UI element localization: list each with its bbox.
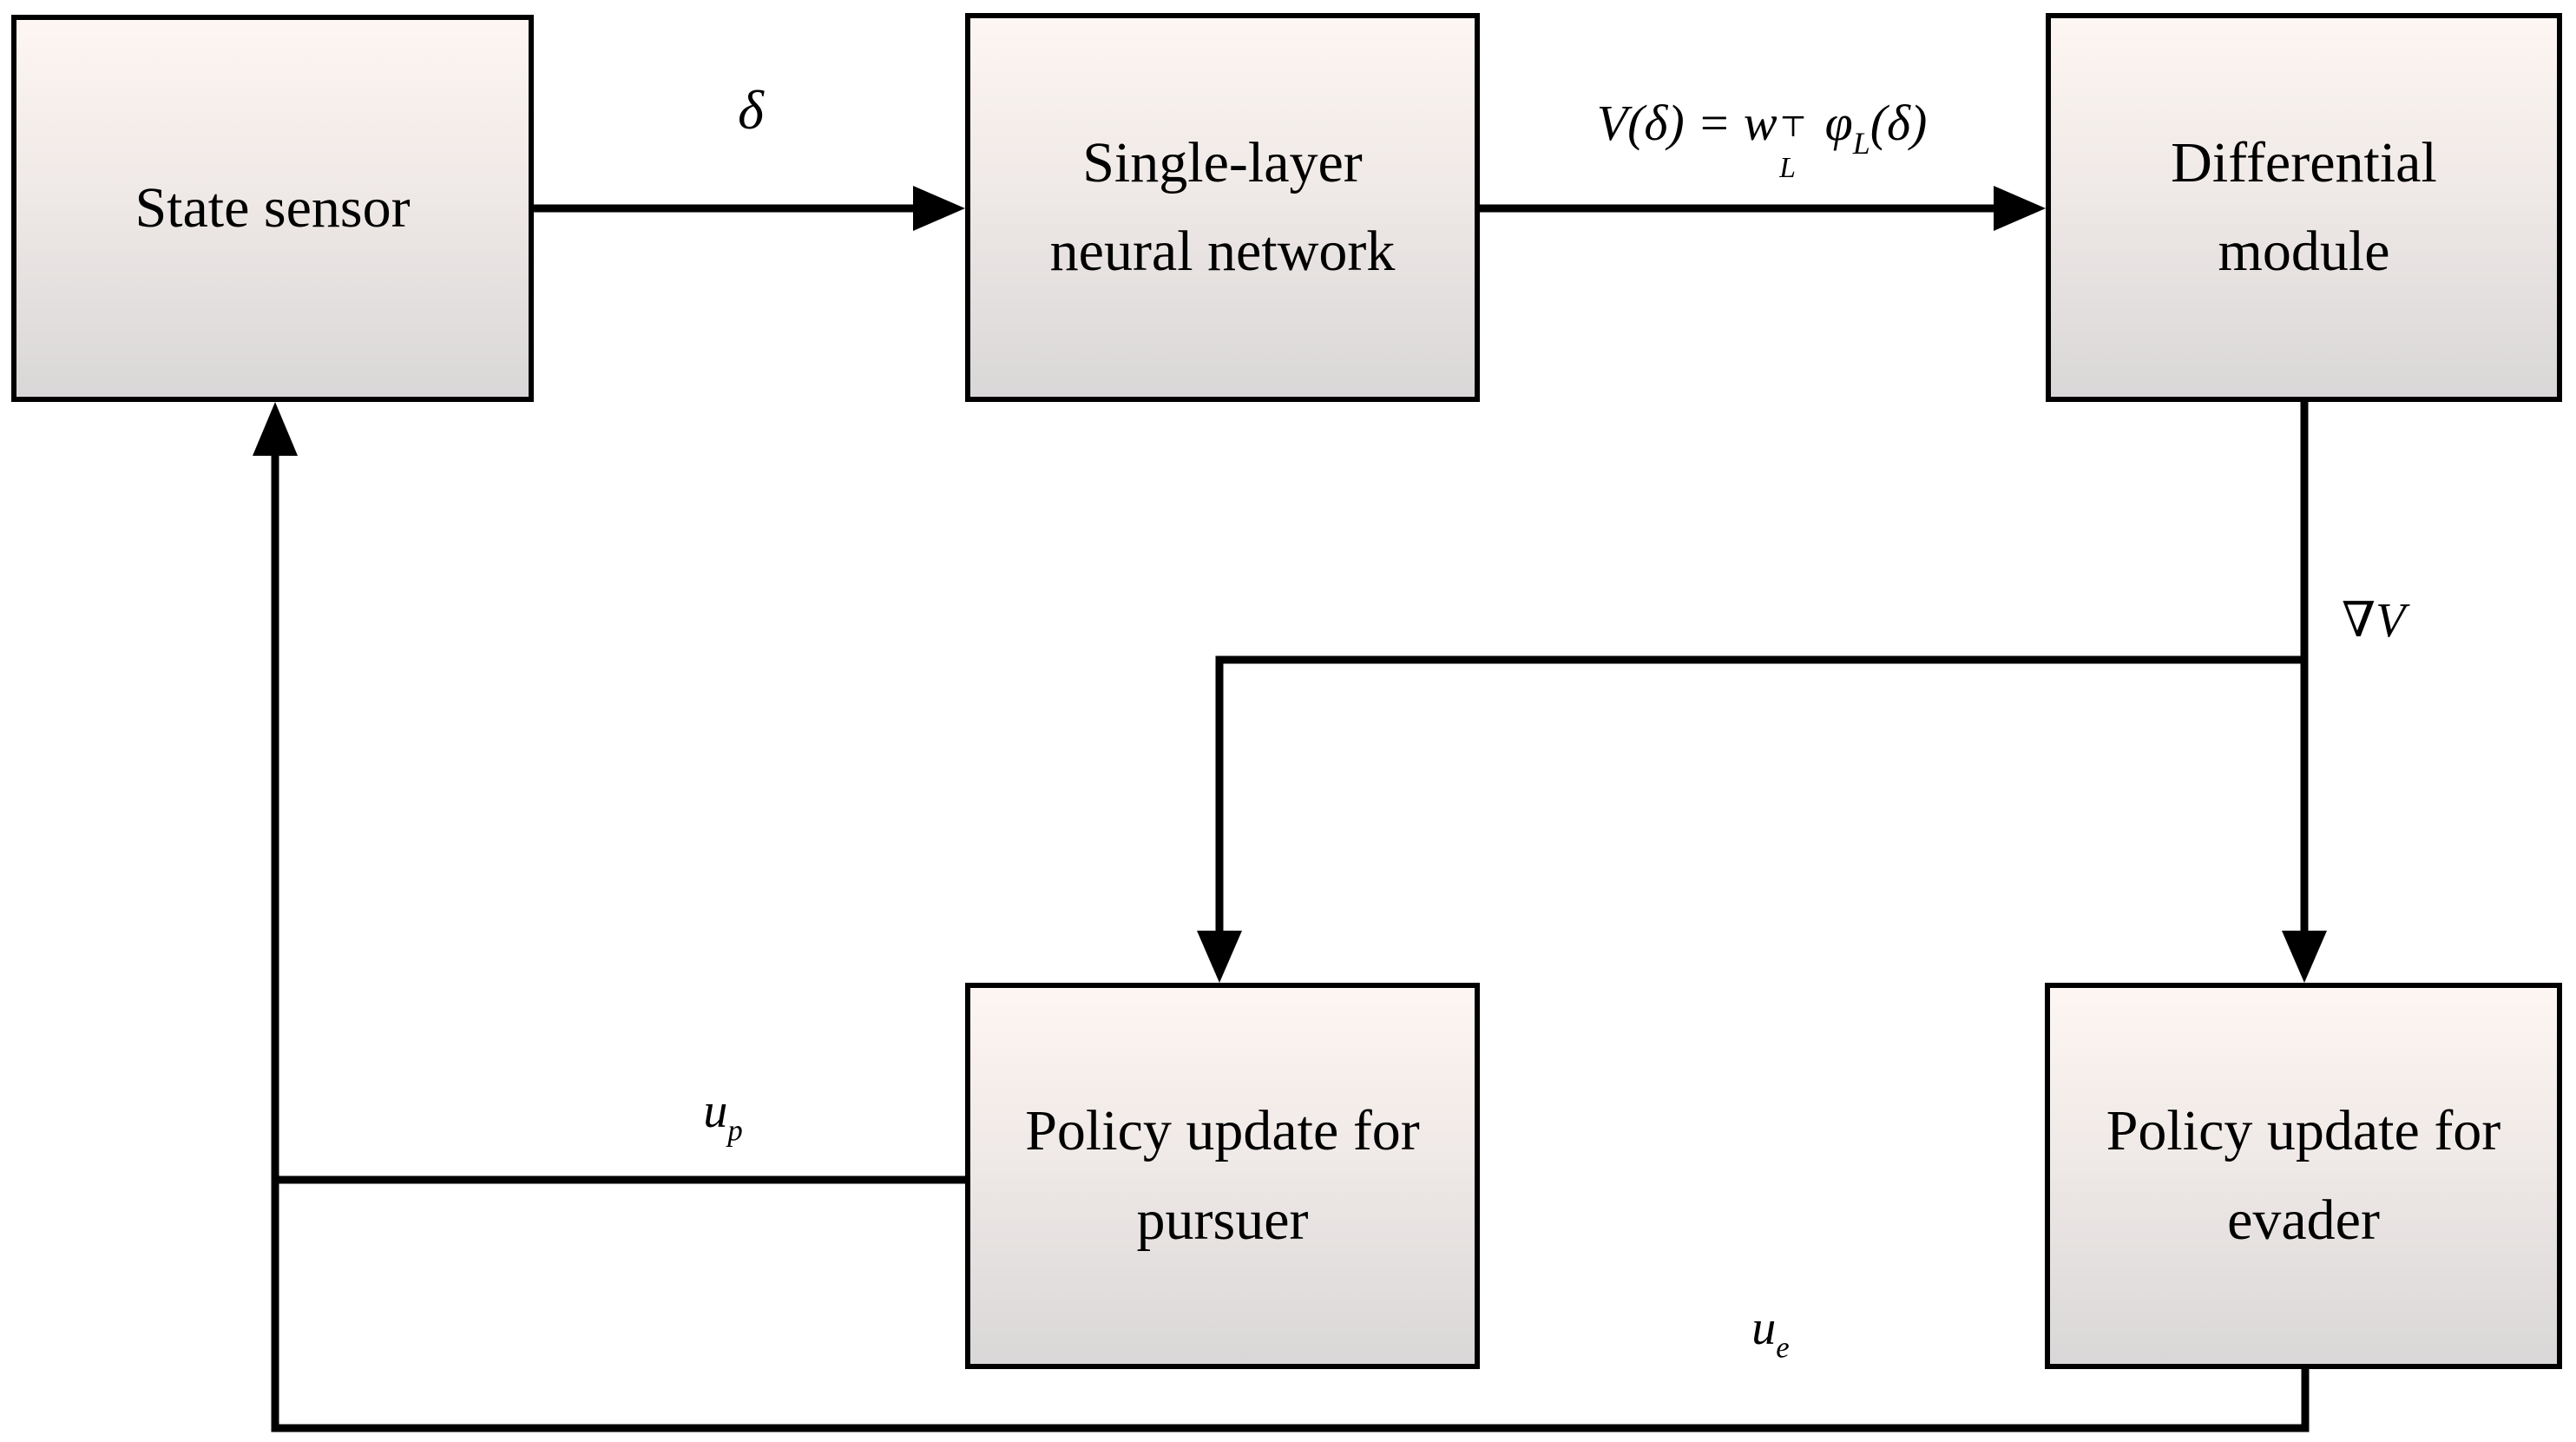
node-policy-pursuer: Policy update for pursuer — [965, 983, 1480, 1369]
delta-symbol: δ — [738, 79, 764, 141]
edge-label-u-pursuer: up — [593, 1083, 853, 1149]
formula-transpose-symbol: ⊤ — [1779, 110, 1807, 143]
edge-return-sensor-arrowhead — [253, 402, 298, 456]
edge-delta-arrowhead — [913, 186, 965, 231]
formula-phi: φ — [1824, 95, 1853, 151]
edge-gradv-branch-line — [1215, 655, 2304, 938]
node-neural-network-label: Single-layer neural network — [1049, 130, 1396, 283]
node-state-sensor-label: State sensor — [135, 175, 411, 240]
formula-tail: (δ) — [1870, 95, 1928, 151]
formula-phi-subscript: L — [1852, 126, 1870, 161]
edge-gradv-pursuer-arrowhead — [1197, 931, 1242, 983]
formula-lead: V(δ) = w — [1596, 95, 1778, 151]
edge-label-gradient: ∇V — [2342, 592, 2405, 649]
nabla-symbol: ∇ — [2342, 594, 2376, 648]
edge-label-u-evader: ue — [1640, 1300, 1901, 1366]
gradient-v: V — [2376, 594, 2406, 648]
edge-formula-arrowhead — [1994, 186, 2046, 231]
u-evader-base: u — [1751, 1301, 1777, 1355]
node-neural-network: Single-layer neural network — [965, 13, 1480, 402]
node-state-sensor: State sensor — [11, 15, 534, 402]
node-policy-evader-label: Policy update for evader — [2106, 1099, 2501, 1252]
edge-label-delta: δ — [621, 78, 881, 142]
u-pursuer-subscript: p — [727, 1113, 743, 1148]
edge-gradv-evader-arrowhead — [2282, 931, 2327, 983]
node-policy-pursuer-label: Policy update for pursuer — [1025, 1099, 1420, 1252]
node-policy-evader: Policy update for evader — [2045, 983, 2562, 1369]
node-differential-module: Differential module — [2046, 13, 2562, 402]
node-differential-module-label: Differential module — [2171, 130, 2437, 283]
formula-w-subscript: L — [1779, 152, 1796, 185]
u-pursuer-base: u — [703, 1084, 728, 1138]
edge-ue-return-line — [271, 451, 2310, 1432]
u-evader-subscript: e — [1776, 1330, 1790, 1365]
